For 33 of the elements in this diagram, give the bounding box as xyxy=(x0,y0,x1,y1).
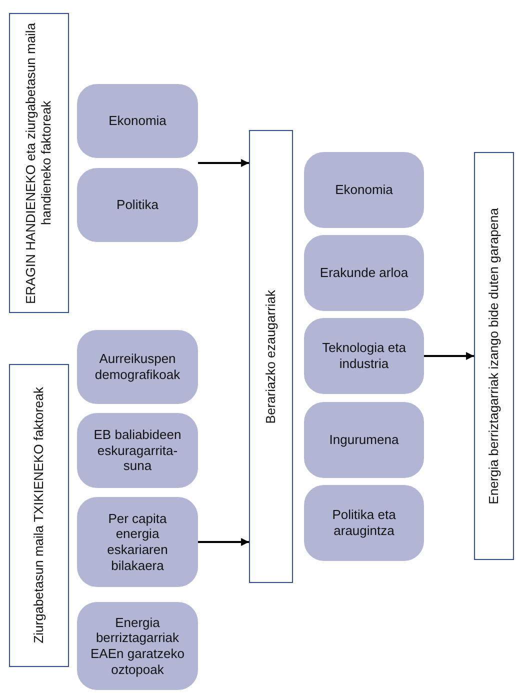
factor-box xyxy=(77,84,198,158)
box-label: ERAGIN HANDIENEKO eta ziurgabetasun maila handieneko faktoreak xyxy=(23,21,55,306)
factor-box xyxy=(77,168,198,242)
box-label: Energia berriztagarriak EAEn garatzeko oztopoak xyxy=(90,614,186,678)
arrow xyxy=(424,352,474,360)
arrow xyxy=(198,159,249,167)
box-label: Erakunde arloa xyxy=(320,265,408,281)
box-label: Politika xyxy=(116,197,158,213)
group-frame xyxy=(9,364,69,667)
factor-box xyxy=(77,330,198,404)
factor-box xyxy=(77,413,198,488)
box-label: Teknologia eta industria xyxy=(321,340,407,372)
factor-box xyxy=(304,402,424,478)
factor-box xyxy=(77,602,198,690)
factor-box xyxy=(304,318,424,394)
group-frame xyxy=(9,13,69,313)
factor-box xyxy=(304,152,424,228)
group-frame xyxy=(474,152,514,560)
box-label: Politika eta araugintza xyxy=(331,507,397,539)
box-label: Energia berriztagarriak izango bide duten garapena xyxy=(486,208,502,504)
box-label: Ekonomia xyxy=(335,182,393,198)
box-label: EB baliabideen eskuragarrita- suna xyxy=(92,427,182,474)
box-label: Aurreikuspen demografikoak xyxy=(94,351,182,383)
group-frame xyxy=(249,130,293,583)
box-label: Ekonomia xyxy=(108,113,166,129)
factor-box xyxy=(304,485,424,561)
box-label: Ziurgabetasun maila TXIKIENEKO faktoreak xyxy=(31,387,47,644)
box-label: Ingurumena xyxy=(329,432,399,448)
arrow xyxy=(198,538,249,546)
box-label: Berariazko ezaugarriak xyxy=(263,290,279,424)
factor-box xyxy=(77,497,198,587)
box-label: Per capita energia eskariaren bilakaera xyxy=(106,510,169,574)
factor-box xyxy=(304,235,424,311)
